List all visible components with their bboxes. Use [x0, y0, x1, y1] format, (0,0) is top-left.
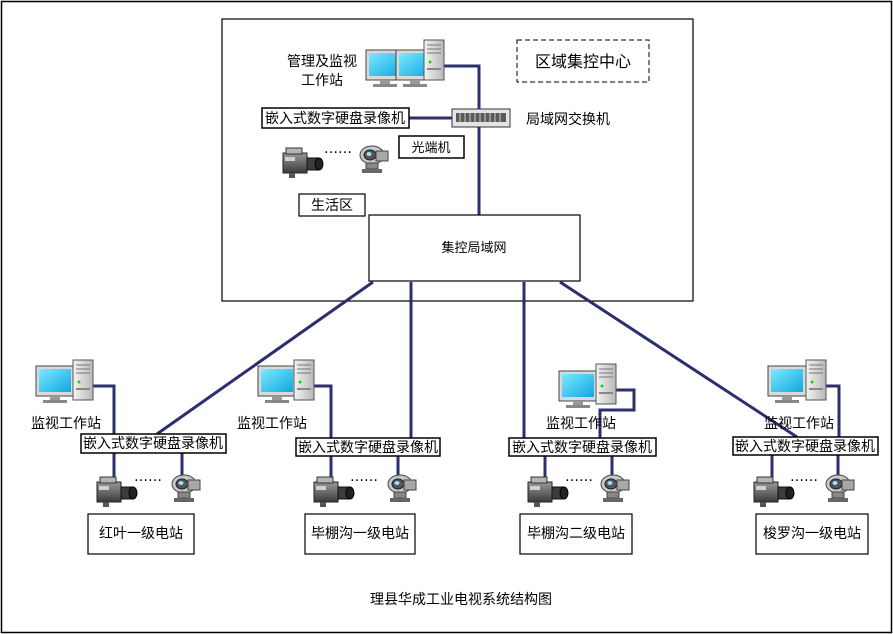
optical-transceiver-label: 光端机 [411, 141, 450, 156]
living-area-camera-ellipsis: …… [324, 141, 352, 157]
station-2-camera-ellipsis: …… [350, 469, 378, 485]
computer-tower-icon [72, 359, 94, 401]
diagram-caption: 理县华成工业电视系统结构图 [370, 592, 552, 608]
management-workstation-label-line1: 管理及监视 [287, 54, 357, 70]
monitor-icon [257, 365, 297, 404]
station-4-nvr-box [732, 436, 879, 456]
station-4-name-box [755, 513, 869, 555]
ptz-camera-icon [825, 474, 855, 503]
station-2-workstation-label: 监视工作站 [237, 416, 307, 432]
station-4-workstation-label: 监视工作站 [764, 416, 834, 432]
computer-tower-icon [805, 359, 827, 401]
control-lan-label: 集控局域网 [441, 240, 506, 256]
station-3-nvr-box [508, 437, 657, 457]
station-1-nvr-box [80, 433, 227, 454]
uplink-station-4 [559, 280, 798, 439]
ptz-camera-icon [359, 145, 389, 174]
station-4: 监视工作站 嵌入式数字硬盘录像机 …… 梭罗沟一级电站 [732, 359, 879, 555]
station-2-name: 毕棚沟一级电站 [311, 526, 409, 542]
computer-tower-icon [293, 359, 315, 401]
box-camera-icon [282, 147, 324, 179]
station-2-nvr-label: 嵌入式数字硬盘录像机 [298, 439, 438, 456]
computer-tower-icon [423, 39, 445, 81]
station-3-nvr-label: 嵌入式数字硬盘录像机 [512, 439, 652, 456]
station-3-name-box [519, 513, 633, 555]
control-lan-box [368, 214, 581, 282]
station-1: 监视工作站 嵌入式数字硬盘录像机 …… 红叶一级电站 [31, 359, 227, 555]
station-1-workstation-label: 监视工作站 [31, 416, 101, 432]
station-4-name: 梭罗沟一级电站 [763, 525, 861, 542]
station-3: 监视工作站 嵌入式数字硬盘录像机 …… 毕棚沟二级电站 [508, 363, 657, 555]
station-1-name: 红叶一级电站 [99, 526, 183, 542]
box-camera-icon [96, 476, 138, 508]
station-2-nvr-box [295, 437, 441, 457]
region-label: 区域集控中心 [535, 52, 631, 71]
station-4-camera-ellipsis: …… [790, 469, 818, 485]
station-3-workstation-label: 监视工作站 [546, 416, 616, 432]
living-area-box [298, 193, 366, 217]
center-nvr-box [261, 107, 410, 129]
center-nvr-label: 嵌入式数字硬盘录像机 [265, 110, 405, 127]
lan-switch-label: 局域网交换机 [526, 111, 610, 128]
box-camera-icon [753, 476, 795, 508]
uplink-station-1 [156, 280, 374, 436]
lan-switch-icon [451, 108, 511, 128]
station-4-nvr-label: 嵌入式数字硬盘录像机 [735, 438, 875, 455]
station-1-name-box [87, 513, 195, 555]
station-1-nvr-label: 嵌入式数字硬盘录像机 [83, 435, 223, 452]
station-3-camera-ellipsis: …… [565, 469, 593, 485]
station-3-name: 毕棚沟二级电站 [527, 526, 625, 542]
station-2: 监视工作站 嵌入式数字硬盘录像机 …… 毕棚沟一级电站 [237, 359, 441, 555]
ptz-camera-icon [387, 474, 417, 503]
monitor-icon [558, 370, 598, 409]
optical-transceiver-box [398, 135, 465, 159]
station-2-name-box [304, 513, 416, 555]
computer-tower-icon [595, 363, 617, 405]
management-workstation-label-line2: 工作站 [301, 73, 343, 89]
monitor-icon [767, 365, 807, 404]
ptz-camera-icon [171, 474, 201, 503]
station-uplinks [156, 280, 798, 439]
management-workstation [365, 39, 445, 88]
ptz-camera-icon [600, 474, 630, 503]
living-area-label: 生活区 [311, 198, 353, 214]
link-workstation-switch [444, 64, 481, 109]
station-1-camera-ellipsis: …… [134, 469, 162, 485]
box-camera-icon [313, 476, 355, 508]
center-links [409, 64, 481, 215]
monitor-icon [35, 365, 75, 404]
region-center-frame [221, 18, 694, 302]
box-camera-icon [527, 476, 569, 508]
region-label-frame [516, 39, 650, 83]
